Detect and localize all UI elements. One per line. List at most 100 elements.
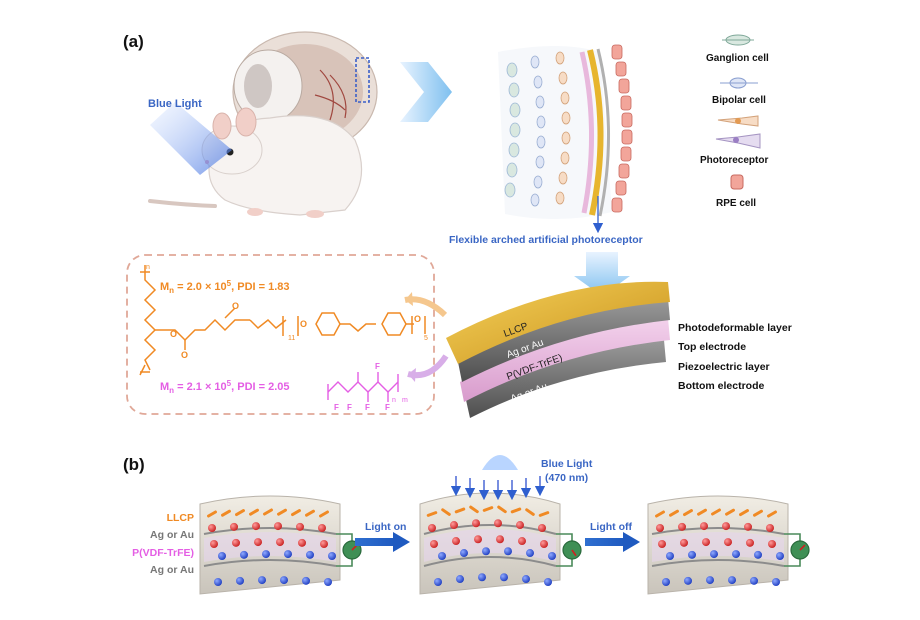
chemistry-dashed-box bbox=[126, 254, 435, 415]
piezoelectric-layer bbox=[460, 318, 670, 402]
bipolar-cell-icon bbox=[720, 77, 758, 89]
polymer2-mn: Mn = 2.1 × 105, PDI = 2.05 bbox=[160, 379, 290, 395]
wavelength-label: (470 nm) bbox=[545, 472, 588, 484]
blue-light-arrows bbox=[450, 476, 546, 501]
pvdf-fluorine-5: F bbox=[385, 403, 390, 412]
bottom-electrode-line bbox=[423, 556, 557, 567]
light-on-arrow-shaft bbox=[355, 538, 395, 546]
negative-charge bbox=[324, 578, 332, 586]
pvdf-fluorine-4: F bbox=[375, 362, 380, 371]
negative-charge bbox=[688, 550, 696, 559]
negative-charge bbox=[772, 578, 780, 586]
retina-cross-section bbox=[498, 44, 633, 234]
positive-charge bbox=[744, 522, 752, 531]
llcp-mesogen bbox=[482, 506, 494, 512]
llcp-mesogen bbox=[767, 510, 777, 518]
blue-light-beam bbox=[150, 102, 232, 175]
side-bottom-electrode-label: Ag or Au bbox=[150, 564, 194, 576]
flexible-arched-caption: Flexible arched artificial photoreceptor bbox=[449, 234, 643, 246]
llcp-chemical-structure bbox=[139, 265, 426, 376]
positive-charge bbox=[678, 522, 686, 531]
positive-charge bbox=[430, 540, 438, 548]
positive-charge bbox=[494, 519, 502, 528]
negative-charge bbox=[754, 550, 762, 559]
pvdf-fluorine-2: F bbox=[347, 403, 352, 412]
orange-curved-arrowhead bbox=[405, 292, 413, 306]
llcp-oxygen-2: O bbox=[414, 314, 421, 324]
positive-charge bbox=[318, 524, 326, 532]
llcp-mesogen bbox=[497, 505, 507, 514]
negative-charge bbox=[240, 550, 248, 559]
voltmeter-needle bbox=[799, 544, 806, 551]
llcp-mesogen bbox=[655, 510, 665, 518]
positive-charge bbox=[254, 538, 262, 547]
negative-charge bbox=[776, 552, 784, 560]
negative-charge bbox=[280, 576, 288, 585]
negative-charge bbox=[544, 578, 552, 586]
positive-charge bbox=[320, 540, 328, 548]
negative-charge bbox=[750, 576, 758, 585]
positive-charge bbox=[208, 524, 216, 532]
rpe-cell-icon bbox=[730, 174, 744, 190]
negative-charge bbox=[478, 573, 486, 582]
llcp-mesogen bbox=[739, 509, 749, 517]
llcp-subscript-n: n bbox=[146, 264, 150, 271]
side-llcp-label: LLCP bbox=[167, 512, 194, 524]
panel-b-label: (b) bbox=[123, 455, 145, 474]
positive-charge bbox=[474, 535, 482, 544]
panel-a-label: (a) bbox=[123, 32, 144, 51]
llcp-mesogen bbox=[235, 509, 245, 517]
photodeformable-layer-label: Photodeformable layer bbox=[678, 322, 792, 334]
positive-charge bbox=[702, 538, 710, 547]
negative-charge bbox=[706, 576, 714, 585]
photoreceptor-icon bbox=[715, 115, 761, 149]
top-electrode-label: Top electrode bbox=[678, 341, 746, 353]
negative-charge bbox=[434, 578, 442, 586]
llcp-mesogen bbox=[249, 508, 259, 516]
negative-charge bbox=[666, 552, 674, 560]
negative-charge bbox=[302, 576, 310, 585]
right-chevron-arrow bbox=[400, 62, 452, 122]
light-on-arrowhead bbox=[393, 532, 410, 552]
llcp-mesogen bbox=[538, 511, 550, 517]
llcp-oxygen-3: O bbox=[170, 329, 177, 339]
negative-charge bbox=[456, 575, 464, 584]
llcp-mesogen bbox=[291, 509, 301, 517]
negative-charge bbox=[262, 550, 270, 559]
llcp-mesogen bbox=[305, 509, 315, 517]
positive-charge bbox=[232, 538, 240, 547]
blue-light-glow bbox=[482, 455, 518, 470]
bipolar-cell-label: Bipolar cell bbox=[712, 95, 766, 106]
positive-charge bbox=[252, 522, 260, 531]
positive-charge bbox=[210, 540, 218, 548]
bottom-electrode-line bbox=[651, 559, 785, 567]
llcp-layer bbox=[446, 281, 670, 364]
negative-charge bbox=[522, 575, 530, 584]
purple-curved-arrowhead bbox=[408, 368, 416, 382]
rpe-cell-label: RPE cell bbox=[716, 198, 756, 209]
circuit-wire bbox=[556, 533, 573, 567]
pvdf-subscript-m: m bbox=[402, 397, 408, 404]
negative-charge bbox=[662, 578, 670, 586]
llcp-mesogen bbox=[753, 509, 763, 517]
retina-highlight-box bbox=[355, 57, 370, 103]
positive-charge bbox=[768, 540, 776, 548]
negative-charge bbox=[548, 552, 556, 560]
positive-charge bbox=[724, 538, 732, 547]
negative-charge bbox=[438, 552, 446, 560]
llcp-mesogen bbox=[469, 505, 479, 514]
negative-charge bbox=[284, 550, 292, 559]
device-block-rest bbox=[199, 495, 362, 595]
pvdf-chemical-structure bbox=[327, 372, 399, 402]
positive-charge bbox=[428, 524, 436, 532]
positive-charge bbox=[540, 540, 548, 548]
negative-charge bbox=[306, 550, 314, 559]
llcp-subscript-5: 5 bbox=[424, 335, 428, 342]
positive-charge bbox=[450, 521, 458, 530]
negative-charge bbox=[504, 547, 512, 556]
circuit-wire bbox=[784, 533, 801, 567]
ganglion-cell-icon bbox=[722, 34, 754, 46]
pvdf-fluorine-3: F bbox=[365, 403, 370, 412]
positive-charge bbox=[496, 535, 504, 544]
